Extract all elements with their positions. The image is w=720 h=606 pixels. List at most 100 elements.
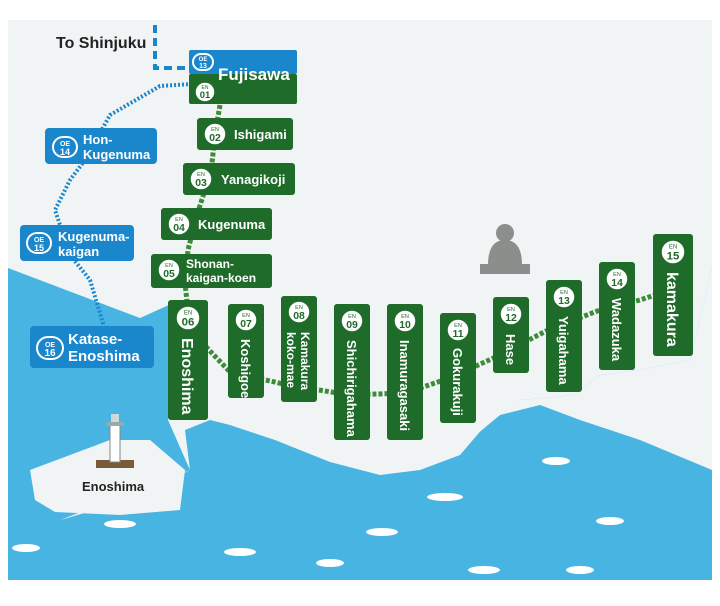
en-line-code: EN [669, 245, 677, 251]
station-kamakura-kokomae[interactable]: Kamakura koko-mae [281, 296, 317, 402]
en-station-number: 04 [173, 223, 185, 234]
station-gokurakuji[interactable]: Gokurakuji [440, 313, 476, 423]
station-name: kamakura [663, 272, 680, 347]
station-yanagikoji[interactable]: Yanagikoji [183, 163, 295, 195]
svg-text:OE: OE [34, 237, 44, 244]
en-line-code: EN [560, 290, 568, 296]
station-name-line2: kaigan [58, 244, 99, 259]
station-yuigahama[interactable]: Yuigahama [546, 280, 582, 392]
station-shichirigahama[interactable]: Shichirigahama [334, 304, 370, 440]
en-station-number: 02 [209, 133, 221, 144]
station-name: Hase [503, 334, 518, 365]
station-enoshima[interactable]: Enoshima [168, 300, 208, 420]
en-station-number: 12 [505, 313, 517, 324]
oe-badge-16: OE 16 [36, 336, 64, 360]
svg-text:13: 13 [199, 63, 207, 70]
en-station-number: 03 [195, 178, 207, 189]
station-name-line2: kaigan-koen [186, 271, 256, 285]
station-name: Kugenuma [198, 217, 266, 232]
headland-land [470, 268, 712, 470]
en-line-code: EN [613, 272, 621, 278]
station-name-line2: Enoshima [68, 348, 140, 365]
station-wadazuka[interactable]: Wadazuka [599, 262, 635, 370]
en-line-code: EN [175, 217, 183, 223]
station-fujisawa[interactable]: Fujisawa [189, 50, 297, 104]
station-name: Koshigoe [238, 339, 253, 398]
en-station-number: 14 [611, 278, 623, 289]
station-kugenuma-kaigan[interactable]: Kugenuma- kaigan [20, 225, 134, 261]
station-name-line1: Katase- [68, 331, 122, 348]
station-kamakura[interactable]: kamakura [653, 234, 693, 356]
en-station-number: 05 [163, 269, 175, 280]
svg-text:OE: OE [199, 57, 208, 63]
en-station-number: 11 [452, 329, 463, 340]
station-katase-enoshima[interactable]: Katase- Enoshima [30, 326, 154, 368]
en-station-number: 07 [240, 319, 252, 330]
en-line-code: EN [197, 172, 205, 178]
en-line-code: EN [211, 127, 219, 133]
svg-text:OE: OE [60, 141, 70, 148]
station-name: Enoshima [178, 338, 195, 415]
station-name-line1: Hon- [83, 132, 113, 147]
station-name: Yuigahama [556, 316, 571, 385]
odakyu-track [153, 25, 192, 70]
station-kugenuma[interactable]: Kugenuma [161, 208, 272, 240]
oe-badge-15: OE 15 [26, 232, 52, 254]
oe-badge-13: OE 13 [192, 53, 214, 71]
station-name-line1: Shonan- [186, 257, 234, 271]
great-buddha-icon [480, 224, 530, 274]
en-station-number: 09 [346, 320, 358, 331]
svg-text:15: 15 [34, 243, 44, 253]
en-line-code: EN [165, 263, 173, 269]
station-name-line2: Kugenuma [83, 147, 151, 162]
enoshima-island [30, 440, 185, 515]
en-station-number: 06 [182, 316, 195, 328]
oe-badge-14: OE 14 [52, 136, 78, 158]
en-line-code: EN [242, 313, 250, 319]
station-name-line2: koko-mae [284, 332, 298, 388]
en-station-number: 01 [200, 90, 211, 101]
svg-text:14: 14 [60, 147, 70, 157]
station-name-line1: Kamakura [298, 332, 312, 390]
lighthouse-icon [96, 414, 134, 468]
en-line-code: EN [184, 311, 192, 317]
en-line-code: EN [507, 307, 515, 313]
station-name: Shichirigahama [344, 340, 359, 438]
svg-text:OE: OE [45, 342, 55, 349]
en-station-number: 13 [558, 296, 570, 307]
enoshima-island-label: Enoshima [82, 479, 145, 494]
en-station-number: 10 [399, 320, 411, 331]
station-inamuragasaki[interactable]: Inamuragasaki [387, 304, 423, 440]
station-name: Fujisawa [218, 65, 290, 84]
en-line-code: EN [348, 314, 356, 320]
en-station-number: 15 [667, 250, 680, 262]
station-name: Gokurakuji [450, 348, 465, 416]
to-shinjuku-label: To Shinjuku [56, 35, 146, 52]
en-station-number: 08 [293, 311, 305, 322]
station-name: Wadazuka [609, 298, 624, 362]
station-shonan-kaigan-koen[interactable]: Shonan- kaigan-koen [151, 254, 272, 288]
station-name: Ishigami [234, 127, 287, 142]
waves [12, 457, 624, 574]
en-line-code: EN [401, 314, 409, 320]
station-name: Inamuragasaki [397, 340, 412, 431]
en-line-code: EN [454, 323, 462, 329]
svg-text:16: 16 [44, 348, 56, 359]
